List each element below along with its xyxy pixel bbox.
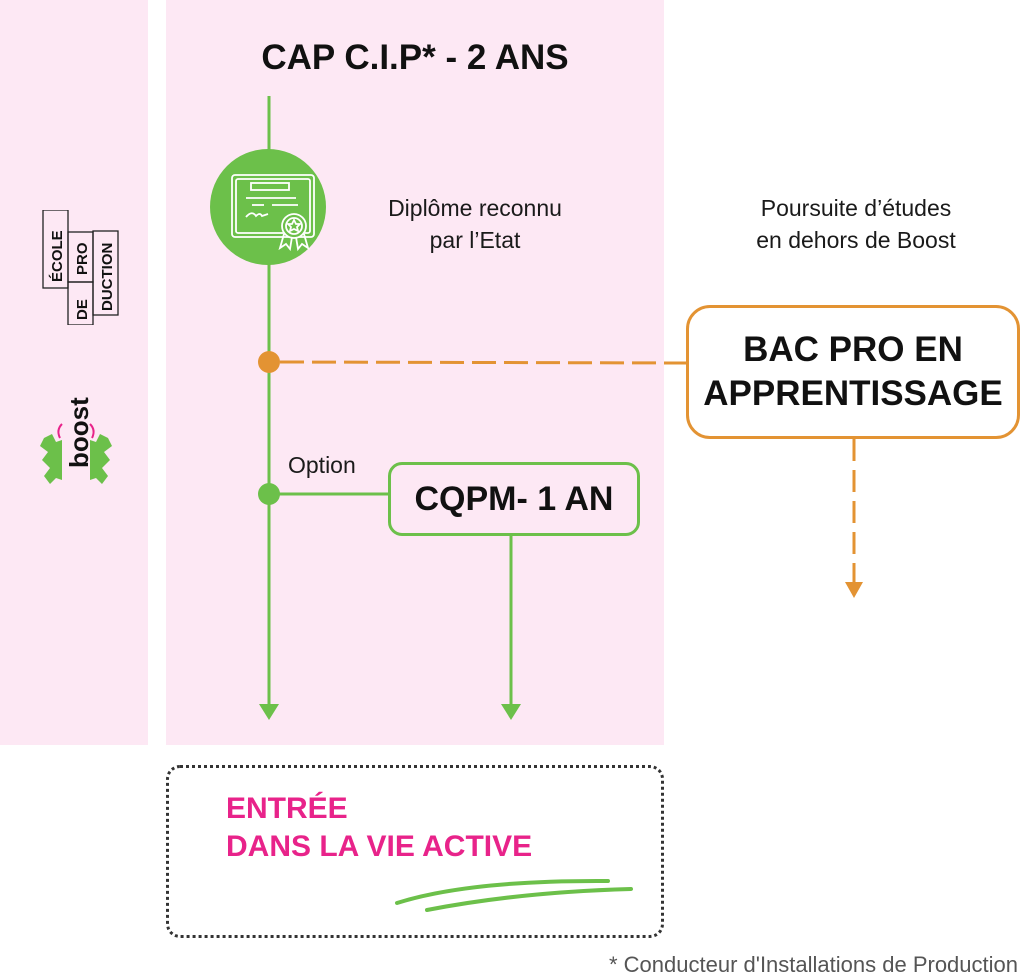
outcome-line2: DANS LA VIE ACTIVE [226, 830, 533, 863]
logo-text-ecole: ÉCOLE [49, 230, 66, 282]
arrow-down-icon [845, 582, 863, 598]
arrow-down-icon [501, 704, 521, 720]
diploma-caption: Diplôme reconnu par l’Etat [350, 192, 600, 256]
outcome-text: ENTRÉE DANS LA VIE ACTIVE [226, 790, 532, 866]
bac-branch-node [258, 351, 280, 373]
footnote: * Conducteur d'Installations de Producti… [608, 952, 1018, 977]
arrow-down-icon [259, 704, 279, 720]
logo-text-pro: PRO [74, 242, 91, 275]
arrow-arc-icon [57, 423, 63, 439]
external-studies-heading: Poursuite d’études en dehors de Boost [700, 192, 1012, 256]
boost-pathway-panel [166, 0, 664, 745]
logo-box-duction [92, 230, 119, 316]
external-heading-line1: Poursuite d’études [760, 195, 952, 221]
boost-logo-text: boost [64, 397, 94, 468]
bac-pro-box: BAC PRO EN APPRENTISSAGE [686, 305, 1020, 439]
ecole-de-production-logo: ÉCOLE DE PRO DUCTION [42, 210, 119, 325]
external-heading-line2: en dehors de Boost [756, 227, 956, 253]
cqpm-label: CQPM- 1 AN [414, 479, 614, 518]
bac-dashed-connector [279, 360, 689, 365]
certificate-icon [210, 149, 326, 265]
gear-left-icon [40, 434, 62, 484]
diploma-caption-line1: Diplôme reconnu [388, 195, 562, 221]
cqpm-box: CQPM- 1 AN [388, 462, 640, 536]
bac-pro-line2: APPRENTISSAGE [703, 374, 1003, 413]
gear-right-icon [90, 434, 112, 484]
option-label: Option [288, 452, 356, 478]
option-node [258, 483, 280, 505]
page-title: CAP C.I.P* - 2 ANS [261, 38, 569, 77]
logo-text-duction: DUCTION [99, 243, 116, 311]
logo-text-de: DE [74, 299, 91, 320]
arrow-arc-icon [89, 423, 95, 439]
logo-sidebar [0, 0, 148, 745]
bac-pro-line1: BAC PRO EN [743, 330, 963, 369]
diploma-caption-line2: par l’Etat [429, 227, 521, 253]
outcome-line1: ENTRÉE [226, 792, 348, 825]
boost-logo: boost [40, 397, 112, 484]
